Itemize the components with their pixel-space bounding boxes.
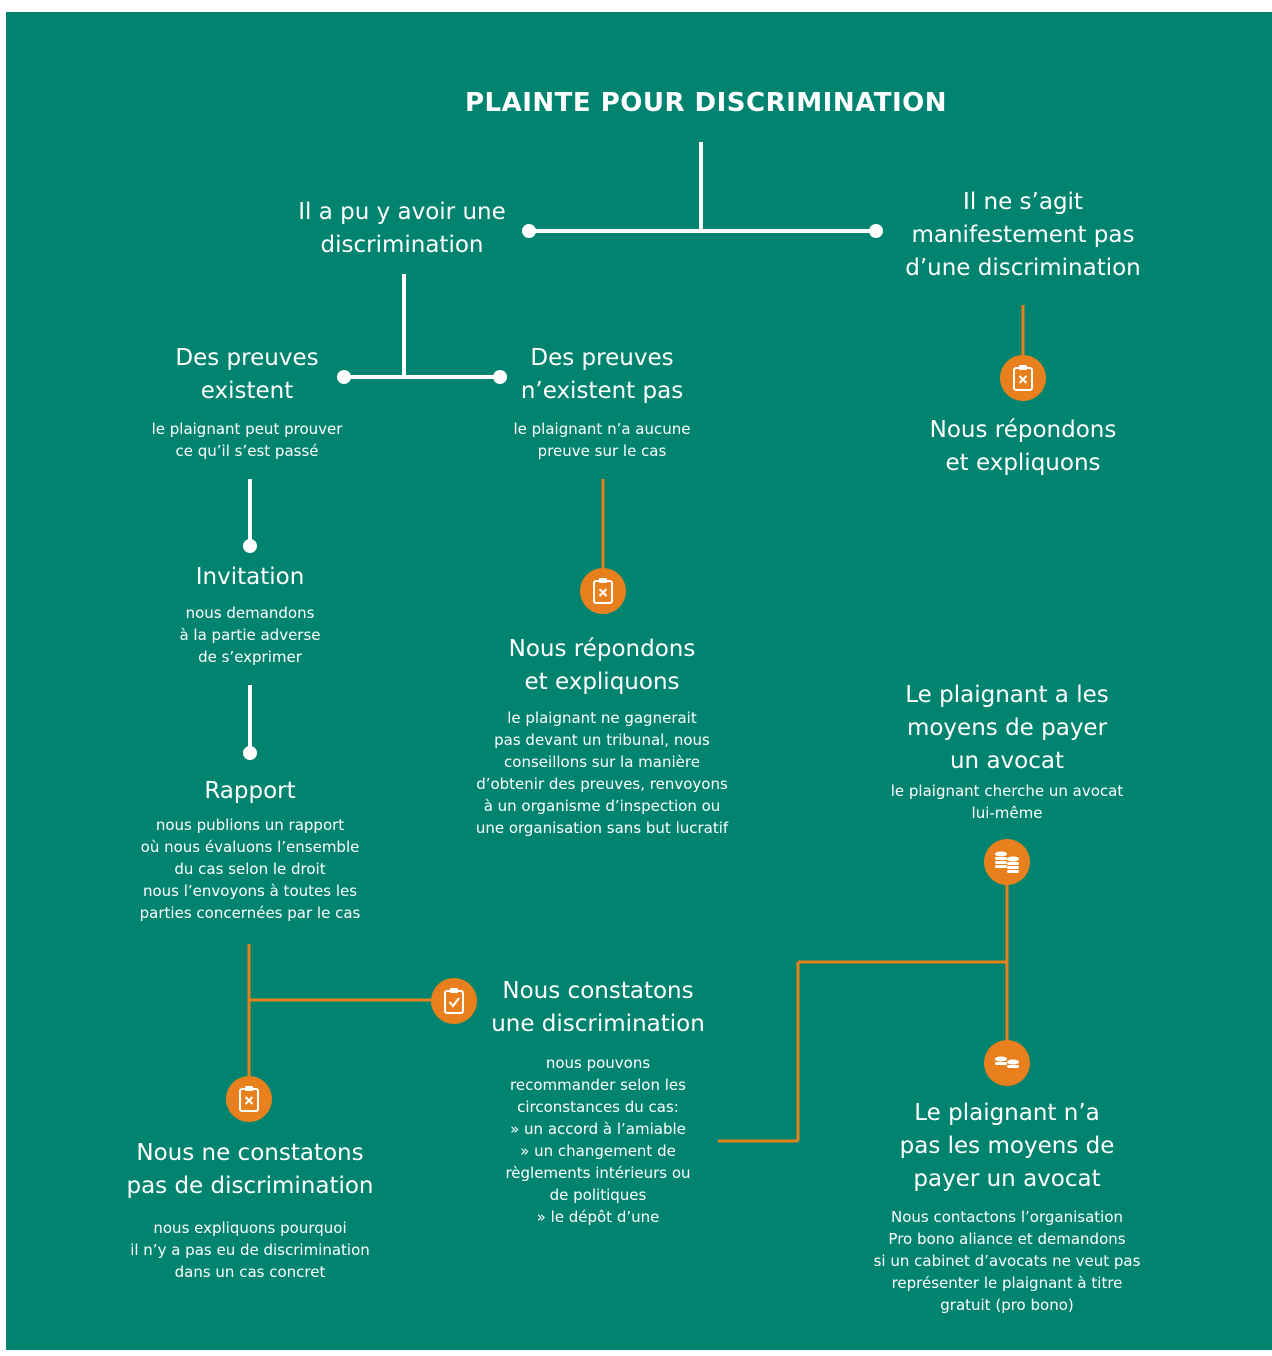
connector-lines [243,142,1025,1143]
node-respond-mid-heading: Nous répondons et expliquons [508,636,696,695]
connector-dot [337,370,351,384]
coins-icon [984,839,1030,885]
node-proof-none-text: le plaignant n’a aucune preuve sur le ca… [513,420,691,460]
node-proof-exists-heading: Des preuves existent [175,345,319,404]
clipboard-check-icon [431,978,477,1024]
clipboard-x-icon [1000,355,1046,401]
clipboard-x-icon [226,1076,272,1122]
node-not-found-heading: Nous ne constatons pas de discrimination [126,1140,374,1199]
node-can-pay-text: le plaignant cherche un avocat lui-même [890,782,1124,822]
node-proof-none-heading: Des preuves n’existent pas [520,345,684,404]
connector-dot [243,746,257,760]
node-invitation-text: nous demandons à la partie adverse de s’… [179,604,321,666]
node-rapport-heading: Rapport [204,778,296,804]
node-proof-exists-text: le plaignant peut prouver ce qu’il s’est… [151,420,343,460]
node-cannot-pay-heading: Le plaignant n’a pas les moyens de payer… [899,1100,1115,1192]
clipboard-x-icon [580,568,626,614]
node-can-pay-heading: Le plaignant a les moyens de payer un av… [905,682,1109,774]
node-found-heading: Nous constatons une discrimination [491,978,705,1037]
node-not-discrimination: Il ne s’agit manifestement pas d’une dis… [905,189,1141,281]
node-cannot-pay-text: Nous contactons l’organisation Pro bono … [873,1208,1141,1314]
node-respond-mid-text: le plaignant ne gagnerait pas devant un … [475,709,729,837]
node-not-found-text: nous expliquons pourquoi il n’y a pas eu… [130,1219,370,1281]
node-rapport-text: nous publions un rapport où nous évaluon… [139,816,361,922]
connector-dot [869,224,883,238]
flowchart-panel: PLAINTE POUR DISCRIMINATION Il a pu y av… [6,12,1272,1350]
node-respond-right: Nous répondons et expliquons [929,417,1117,476]
node-possible-discrimination: Il a pu y avoir une discrimination [298,199,506,258]
node-invitation-heading: Invitation [195,564,305,590]
connector-dot [522,224,536,238]
page-title: PLAINTE POUR DISCRIMINATION [464,88,947,118]
coins-small-icon [984,1040,1030,1086]
node-found-text: nous pouvons recommander selon les circo… [505,1054,691,1226]
connector-dot [243,539,257,553]
connector-dot [493,370,507,384]
